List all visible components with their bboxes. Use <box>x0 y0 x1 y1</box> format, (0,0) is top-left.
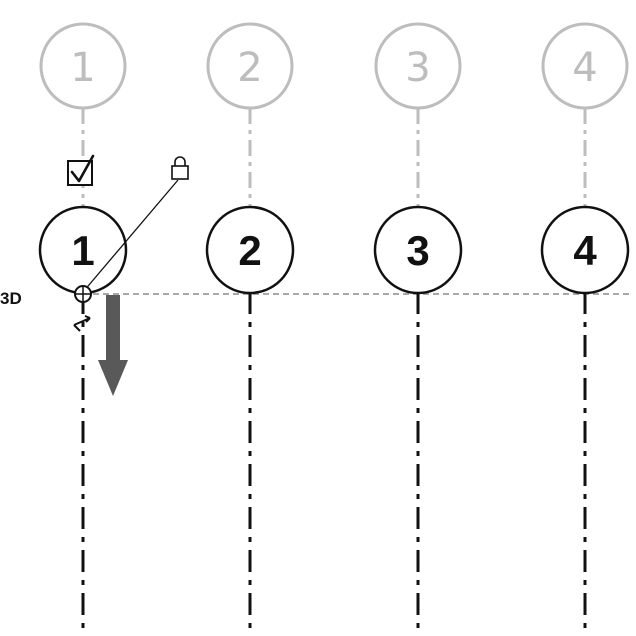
grid-4: 4 <box>540 205 630 636</box>
ghost-grid-label-2: 2 <box>237 45 262 91</box>
grid-1: 1 <box>38 205 128 636</box>
lock-leader-line <box>82 179 179 293</box>
ghost-grid-heads: 1 2 3 4 <box>39 22 629 206</box>
ghost-grid-bubble-4 <box>541 22 629 110</box>
drag-end-handle-icon[interactable] <box>74 285 92 303</box>
grid-label-1[interactable]: 1 <box>71 227 94 274</box>
grid-lines: 1 2 3 4 <box>38 205 630 636</box>
ghost-grid-label-3: 3 <box>405 45 430 91</box>
grid-label-4[interactable]: 4 <box>573 227 597 274</box>
grid-bubble-3[interactable] <box>373 205 463 295</box>
grid-bubble-4[interactable] <box>540 205 630 295</box>
elbow-toggle-icon[interactable] <box>73 315 91 332</box>
grid-label-3[interactable]: 3 <box>406 227 429 274</box>
drag-arrow-icon[interactable] <box>98 295 128 396</box>
grid-label-2[interactable]: 2 <box>238 227 261 274</box>
ghost-grid-4: 4 <box>541 22 629 206</box>
ghost-grid-bubble-3 <box>374 22 462 110</box>
ghost-grid-label-1: 1 <box>70 45 95 91</box>
ghost-grid-1: 1 <box>39 22 127 206</box>
ghost-grid-bubble-2 <box>206 22 294 110</box>
ghost-grid-2: 2 <box>206 22 294 206</box>
lock-icon[interactable] <box>171 156 189 180</box>
ghost-grid-label-4: 4 <box>572 45 597 91</box>
checkbox-checked-icon[interactable] <box>67 154 95 186</box>
extent-mode-label[interactable]: 3D <box>0 289 22 308</box>
grid-bubble-2[interactable] <box>205 205 295 295</box>
ghost-grid-bubble-1 <box>39 22 127 110</box>
ghost-grid-3: 3 <box>374 22 462 206</box>
grid-2: 2 <box>205 205 295 636</box>
grid-3: 3 <box>373 205 463 636</box>
